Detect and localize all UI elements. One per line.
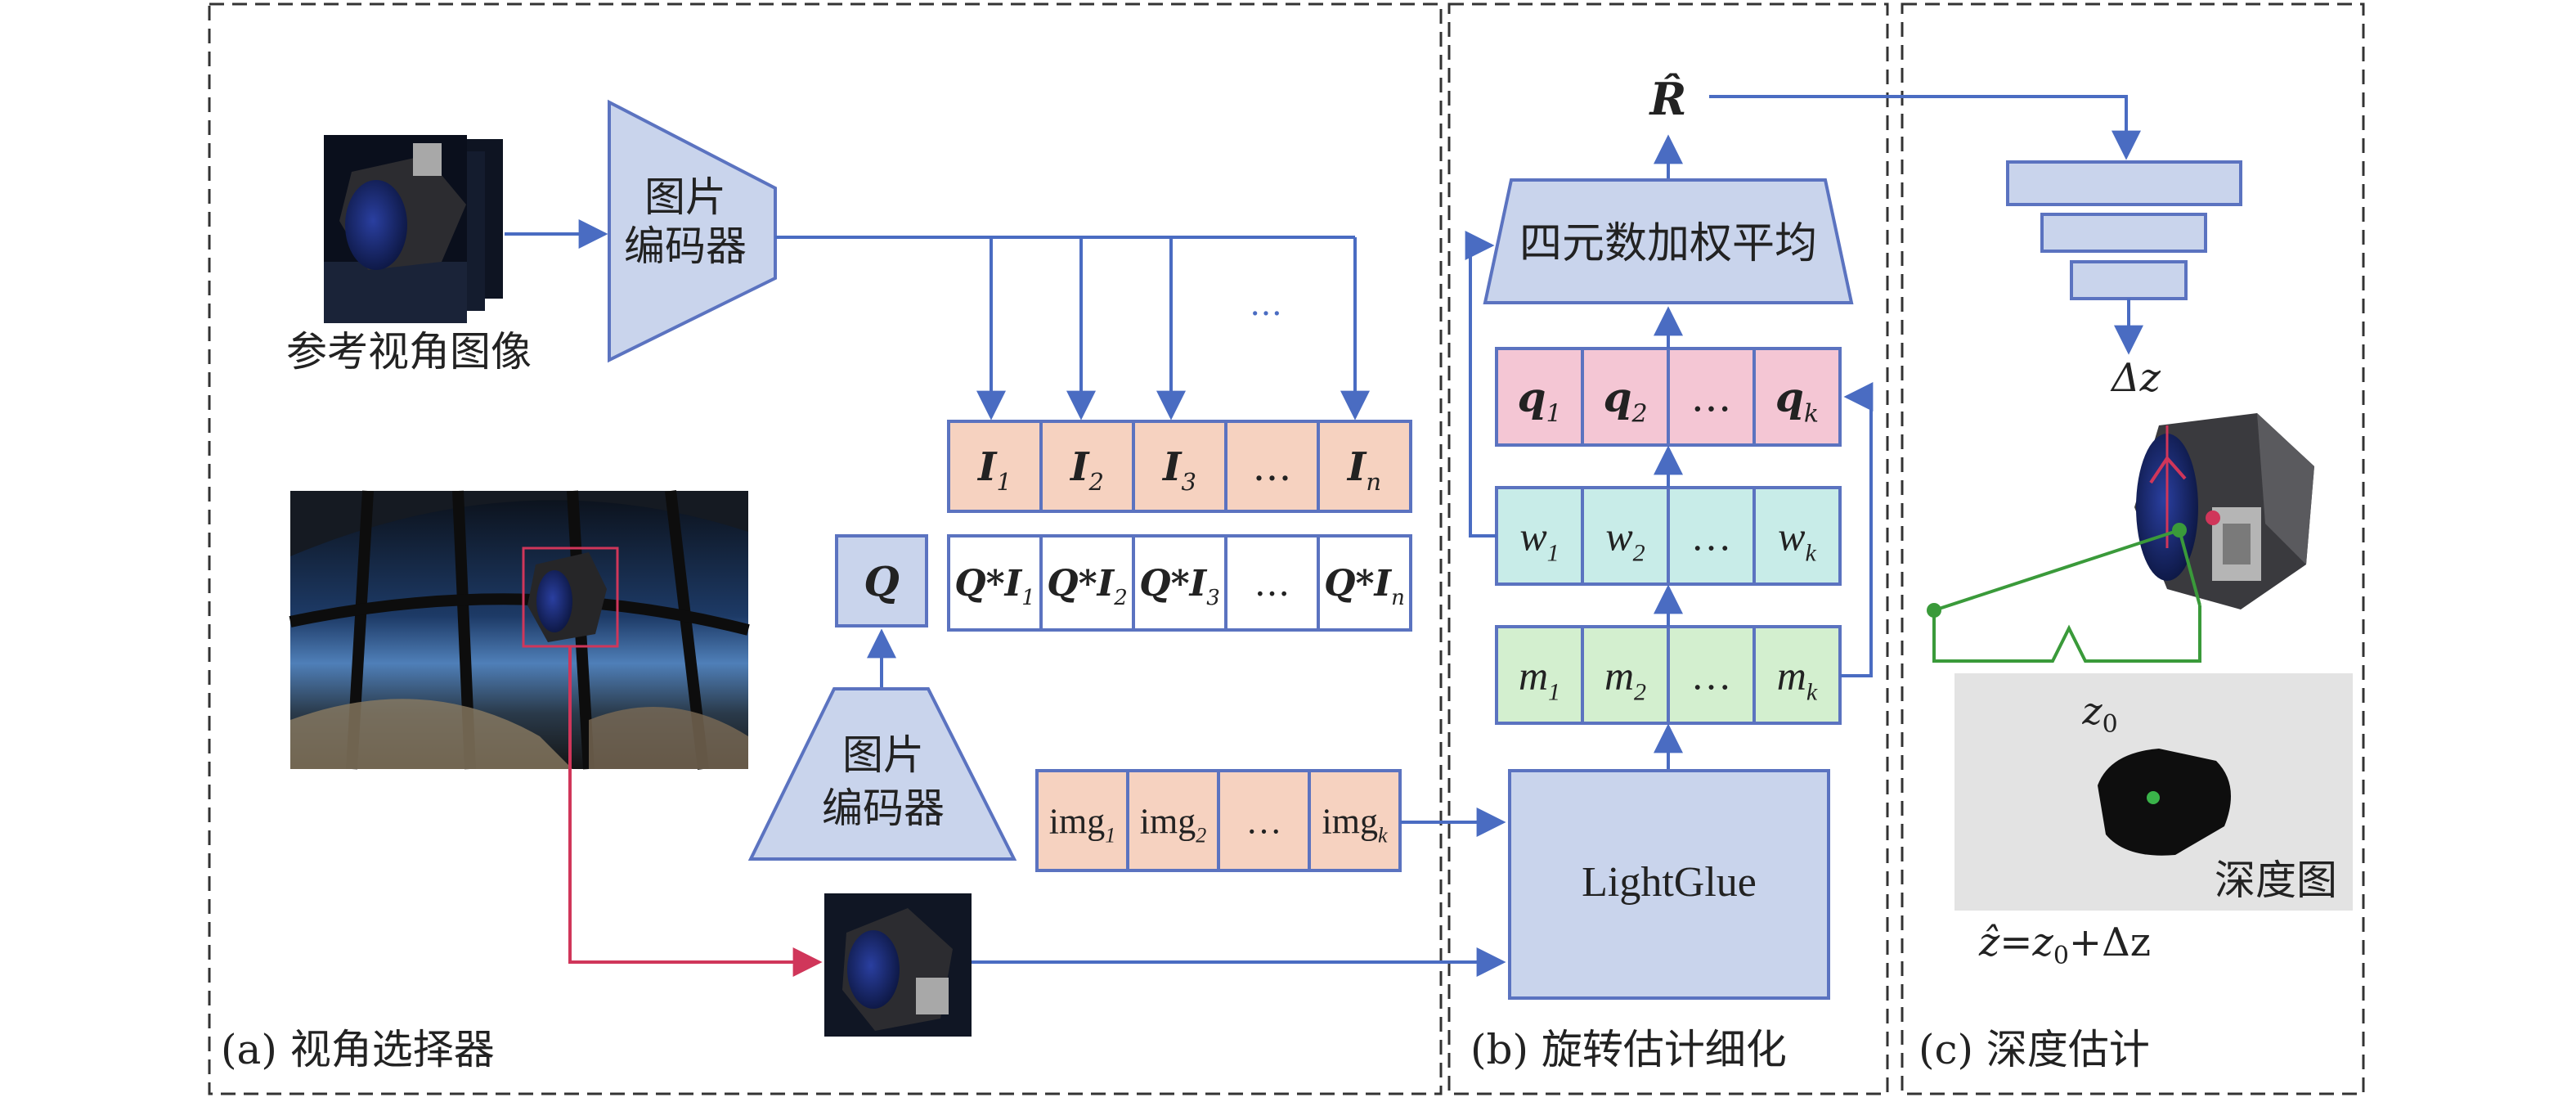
lightglue-label: LightGlue [1582, 859, 1757, 906]
feature-cell [947, 420, 1043, 513]
quaternion-row: q1 q2 … qk [1495, 347, 1842, 447]
arrow-rhat-to-depth [1709, 95, 2141, 160]
panel-b-frame [1447, 2, 1889, 1095]
feature-cell-label: In [1346, 444, 1381, 496]
quaternion-cell [1667, 347, 1756, 447]
image-encoder-1-line1: 图片 [644, 173, 726, 221]
weight-cell-label: w2 [1605, 514, 1645, 567]
q-times-i-cell [947, 534, 1043, 632]
weight-cell-label: wk [1778, 514, 1816, 567]
q-times-i-cell-label: Q*I3 [1139, 563, 1219, 610]
feature-cell [1224, 420, 1320, 513]
depth-map-silhouette [2098, 749, 2231, 856]
match-count-cell [1495, 625, 1584, 725]
quaternion-cell [1752, 347, 1842, 447]
match-count-row: m1 m2 … mk [1495, 625, 1842, 725]
quaternion-cell-label: q2 [1603, 373, 1647, 429]
z0-label: z0 [2081, 689, 2117, 739]
q-times-i-cell-label: Q*In [1324, 563, 1405, 610]
feature-cell [1039, 420, 1135, 513]
space-station-photo [289, 490, 750, 770]
q-times-i-cell [1039, 534, 1135, 632]
quaternion-cell [1495, 347, 1584, 447]
q-times-i-cell [1317, 534, 1412, 632]
match-count-cell-label: m1 [1519, 653, 1560, 706]
depth-projection-lines [1932, 529, 2201, 663]
match-count-cell-label: m2 [1604, 653, 1646, 706]
depth-network-layers [2006, 160, 2242, 300]
camera-point [1927, 603, 1941, 618]
quaternion-weighted-average [1483, 178, 1854, 304]
query-box-label: Q [864, 557, 900, 605]
match-count-cell [1667, 625, 1756, 725]
feature-cell-label: … [1253, 444, 1292, 490]
query-box [835, 534, 928, 627]
encoder-output-bus [775, 236, 1370, 421]
depth-formula: ẑ=z0+Δz [1978, 920, 2151, 970]
weight-cell-label: … [1691, 514, 1732, 560]
quaternion-cell-label: qk [1775, 373, 1819, 429]
image-cell-row: img1 img2 … imgk [1035, 769, 1402, 872]
image-token-cell [1035, 769, 1129, 872]
q-times-i-row: Q*I1 Q*I2 Q*I3 … Q*In [947, 534, 1412, 632]
image-encoder-2-line2: 编码器 [822, 785, 945, 832]
quaternion-weighted-average-label: 四元数加权平均 [1519, 219, 1817, 268]
quaternion-cell [1581, 347, 1670, 447]
image-token-cell [1217, 769, 1311, 872]
panel-a-frame [208, 2, 1443, 1095]
target-object-render [2134, 413, 2314, 609]
bus-ellipsis: … [1250, 286, 1282, 323]
image-token-cell-label: img1 [1049, 801, 1115, 847]
image-encoder-1-line2: 编码器 [624, 223, 747, 270]
q-times-i-cell-label: … [1254, 563, 1290, 605]
q-times-i-cell-label: Q*I2 [1047, 563, 1127, 610]
cropped-target-image [824, 893, 972, 1037]
panel-b-flow-arrows [1465, 231, 1874, 771]
feature-cell-row: I1 I2 I3 … In [947, 420, 1412, 513]
image-token-cell-label: img2 [1140, 801, 1206, 847]
panel-b-caption: (b) 旋转估计细化 [1470, 1026, 1787, 1073]
lightglue-module [1508, 769, 1830, 1000]
quaternion-cell-label: q1 [1517, 373, 1561, 429]
feature-cell-label: I3 [1161, 444, 1196, 496]
match-count-cell [1581, 625, 1670, 725]
match-count-cell-label: mk [1777, 653, 1818, 706]
image-encoder-1 [608, 99, 777, 363]
image-token-cell-label: … [1246, 801, 1282, 841]
match-count-cell-label: … [1691, 653, 1732, 699]
rotation-estimate-label: R̂ [1649, 73, 1687, 125]
weight-cell-label: w1 [1519, 514, 1559, 567]
image-token-cell [1308, 769, 1402, 872]
q-times-i-cell [1132, 534, 1227, 632]
weight-cell [1752, 486, 1842, 586]
image-encoder-2 [747, 687, 1017, 861]
quaternion-cell-label: … [1691, 374, 1732, 421]
feature-cell [1317, 420, 1412, 513]
feature-cell [1132, 420, 1227, 513]
reference-image-stack [324, 135, 503, 323]
panel-c-frame [1901, 2, 2365, 1095]
depth-map-label: 深度图 [2215, 857, 2337, 904]
weight-row: w1 w2 … wk [1495, 486, 1842, 586]
reference-images-label: 参考视角图像 [286, 328, 532, 376]
delta-z-label: Δz [2110, 355, 2161, 401]
panel-a-caption: (a) 视角选择器 [221, 1026, 495, 1073]
feature-cell-label: I1 [976, 444, 1012, 496]
q-times-i-cell-label: Q*I1 [954, 563, 1034, 610]
crop-arrow [568, 646, 823, 977]
image-encoder-2-line1: 图片 [842, 731, 924, 779]
feature-cell-label: I2 [1069, 444, 1104, 496]
panel-c-caption: (c) 深度估计 [1919, 1026, 2150, 1073]
image-token-cell-label: imgk [1322, 801, 1388, 847]
